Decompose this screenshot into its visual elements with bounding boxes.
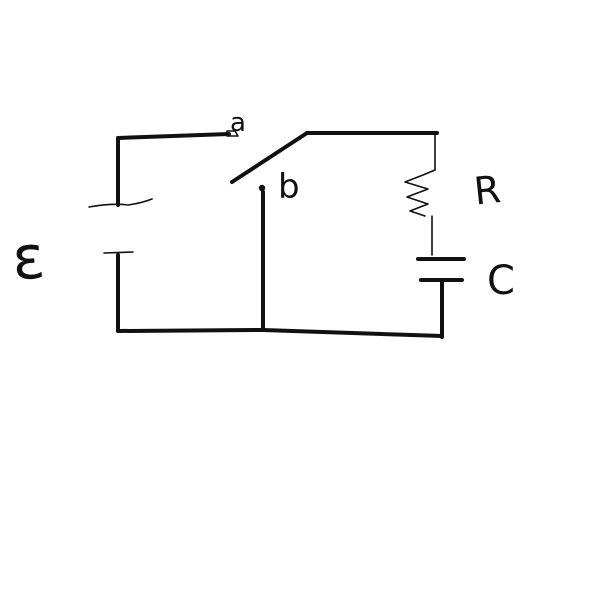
resistor-label: R — [472, 167, 503, 214]
bottom-wire-left — [116, 328, 265, 333]
terminal-a-label: a — [230, 108, 246, 138]
bottom-wire-right — [261, 328, 444, 338]
left-top-wire — [116, 132, 231, 140]
emf-label: ε — [10, 222, 47, 294]
battery-symbol — [88, 198, 153, 254]
terminal-b-label: b — [278, 167, 300, 207]
switch-blade — [230, 131, 309, 184]
terminal-a-marker — [226, 130, 239, 137]
capacitor-symbol — [416, 257, 466, 339]
capacitor-label: C — [487, 258, 515, 304]
resistor-symbol — [404, 132, 436, 256]
battery-short-plate — [103, 251, 134, 254]
terminal-b-dot — [258, 184, 266, 192]
battery-long-plate — [88, 198, 153, 208]
left-branch — [116, 132, 231, 333]
resistor-zigzag — [404, 169, 436, 217]
